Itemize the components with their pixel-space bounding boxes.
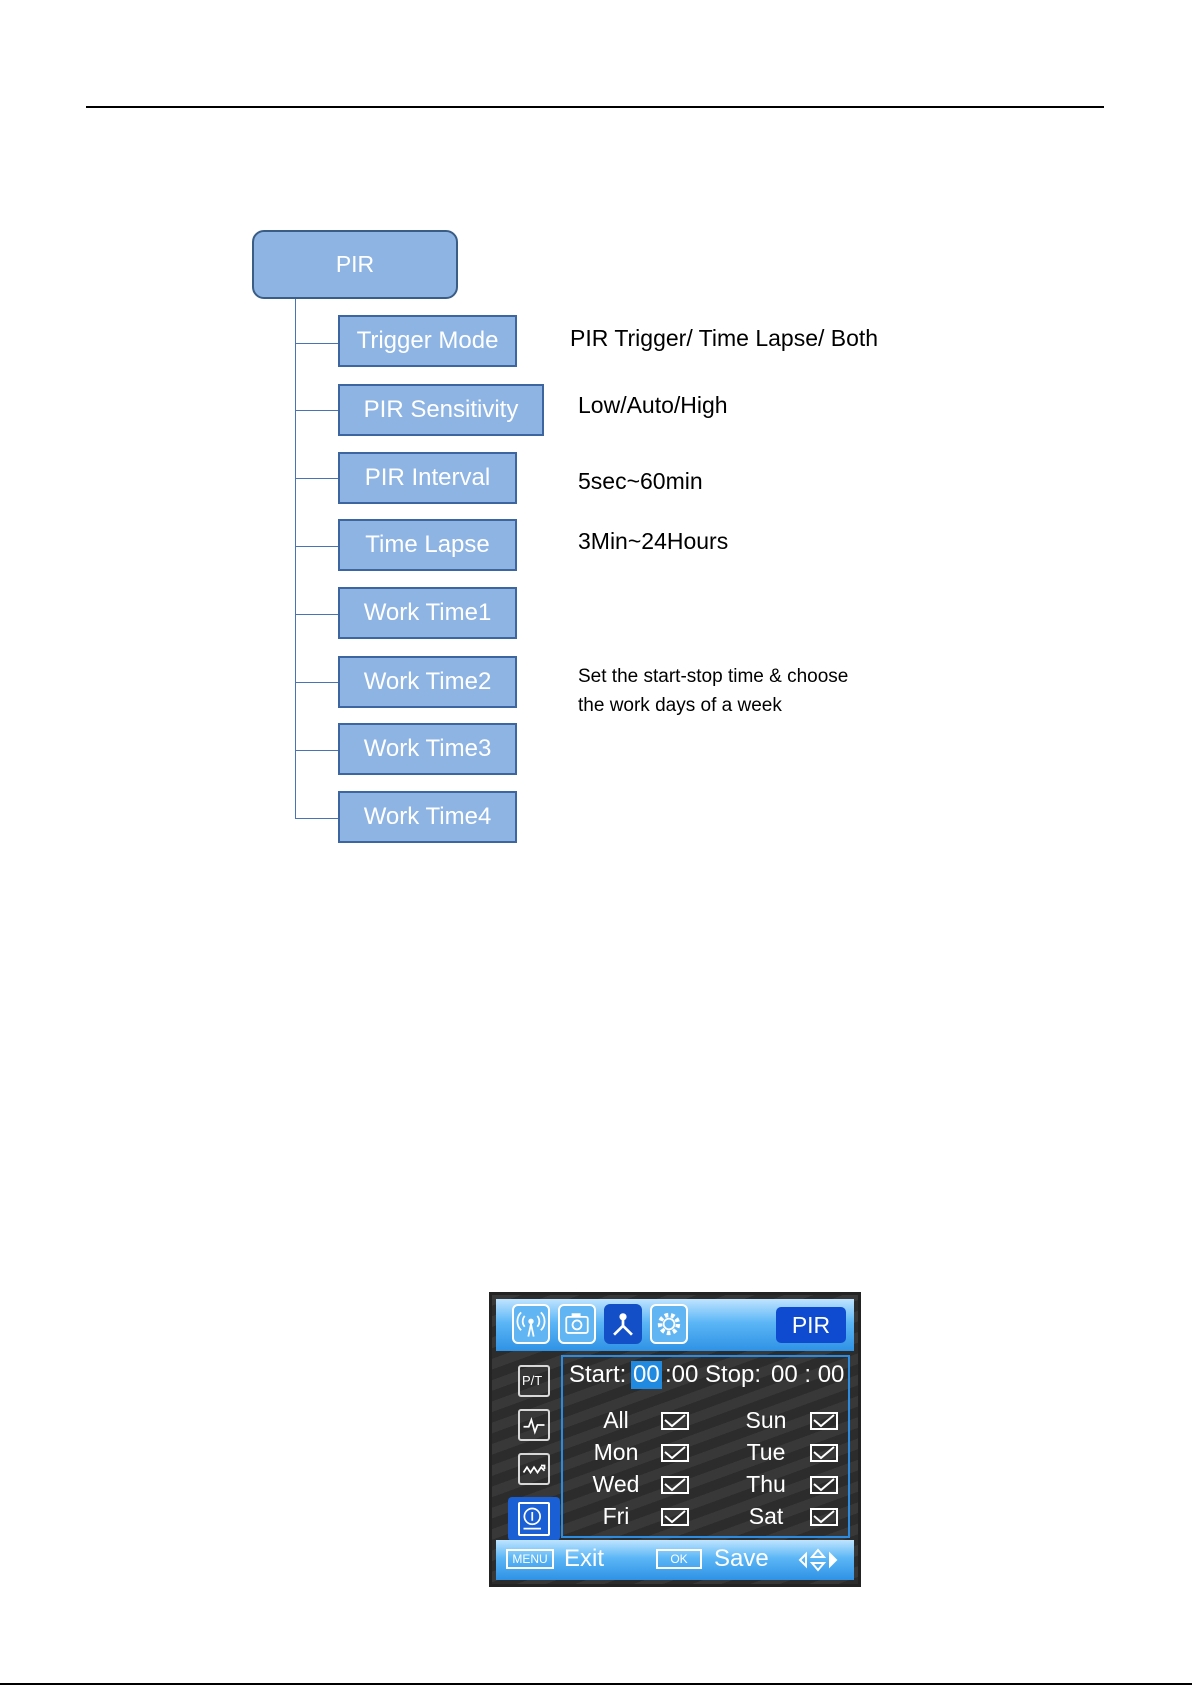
start-label: Start: (569, 1361, 627, 1388)
node-pir-interval: PIR Interval (338, 452, 517, 504)
start-hour-field[interactable]: 00 (631, 1361, 662, 1389)
branch-line (295, 343, 339, 344)
node-trigger-mode: Trigger Mode (338, 315, 517, 367)
checkbox-wed[interactable] (661, 1476, 689, 1494)
network-icon[interactable] (604, 1304, 642, 1344)
checkbox-thu[interactable] (810, 1476, 838, 1494)
menu-key[interactable]: MENU (506, 1549, 554, 1569)
checkbox-fri[interactable] (661, 1508, 689, 1526)
desc-work-time: Set the start-stop time & choose the wor… (578, 662, 918, 720)
clock-icon[interactable] (508, 1497, 560, 1541)
day-thu-label: Thu (746, 1471, 786, 1497)
navigation-arrows-icon (798, 1548, 838, 1572)
checkbox-all[interactable] (661, 1412, 689, 1430)
branch-line (295, 478, 339, 479)
branch-line (295, 410, 339, 411)
zigzag-icon[interactable] (518, 1453, 550, 1485)
day-fri-label: Fri (602, 1503, 630, 1529)
ok-key[interactable]: OK (656, 1549, 702, 1569)
branch-line (295, 546, 339, 547)
day-sat-label: Sat (748, 1503, 784, 1529)
node-work-time3: Work Time3 (338, 723, 517, 775)
desc-work-time-line1: Set the start-stop time & choose (578, 666, 849, 687)
day-sun-label: Sun (745, 1407, 787, 1433)
node-work-time4: Work Time4 (338, 791, 517, 843)
day-tue-label: Tue (746, 1439, 786, 1465)
node-work-time1: Work Time1 (338, 587, 517, 639)
camera-icon[interactable] (558, 1304, 596, 1344)
branch-line (295, 682, 339, 683)
desc-time-lapse: 3Min~24Hours (578, 528, 729, 554)
node-work-time2: Work Time2 (338, 656, 517, 708)
checkbox-sun[interactable] (810, 1412, 838, 1430)
pir-wave-icon[interactable] (512, 1304, 550, 1344)
stop-time-field[interactable]: 00 : 00 (771, 1361, 845, 1388)
tree-root-pir: PIR (252, 230, 458, 299)
day-all-label: All (603, 1407, 629, 1433)
screen-title: PIR (776, 1307, 846, 1343)
clock-icon-frame (518, 1502, 550, 1536)
desc-sensitivity: Low/Auto/High (578, 392, 728, 418)
checkbox-mon[interactable] (661, 1444, 689, 1462)
waveform-icon[interactable] (518, 1409, 550, 1441)
desc-trigger-mode: PIR Trigger/ Time Lapse/ Both (570, 325, 879, 351)
branch-line (295, 750, 339, 751)
gear-icon[interactable] (650, 1304, 688, 1344)
desc-work-time-line2: the work days of a week (578, 695, 782, 716)
screen-top-bar: PIR (496, 1299, 854, 1351)
branch-line (295, 614, 339, 615)
tree-trunk-line (295, 299, 296, 819)
pt-icon[interactable]: P/T (518, 1365, 550, 1397)
stop-label: Stop: (705, 1361, 762, 1388)
branch-line (295, 818, 339, 819)
checkbox-tue[interactable] (810, 1444, 838, 1462)
day-mon-label: Mon (593, 1439, 639, 1465)
camera-screen: PIR P/T Start: 00 :00 Stop: 00 : 00 All … (489, 1292, 861, 1587)
work-time-panel: Start: 00 :00 Stop: 00 : 00 All Mon Wed … (561, 1355, 850, 1538)
header-rule (86, 106, 1104, 108)
screen-bottom-bar: MENU Exit OK Save (496, 1540, 854, 1580)
pt-icon-label: P/T (522, 1373, 543, 1388)
node-pir-sensitivity: PIR Sensitivity (338, 384, 544, 436)
checkbox-sat[interactable] (810, 1508, 838, 1526)
exit-label[interactable]: Exit (564, 1545, 605, 1572)
day-wed-label: Wed (592, 1471, 640, 1497)
start-minute-field[interactable]: :00 (665, 1361, 699, 1388)
save-label[interactable]: Save (714, 1545, 769, 1572)
node-time-lapse: Time Lapse (338, 519, 517, 571)
footer-rule (0, 1683, 1192, 1685)
desc-interval: 5sec~60min (578, 468, 703, 494)
